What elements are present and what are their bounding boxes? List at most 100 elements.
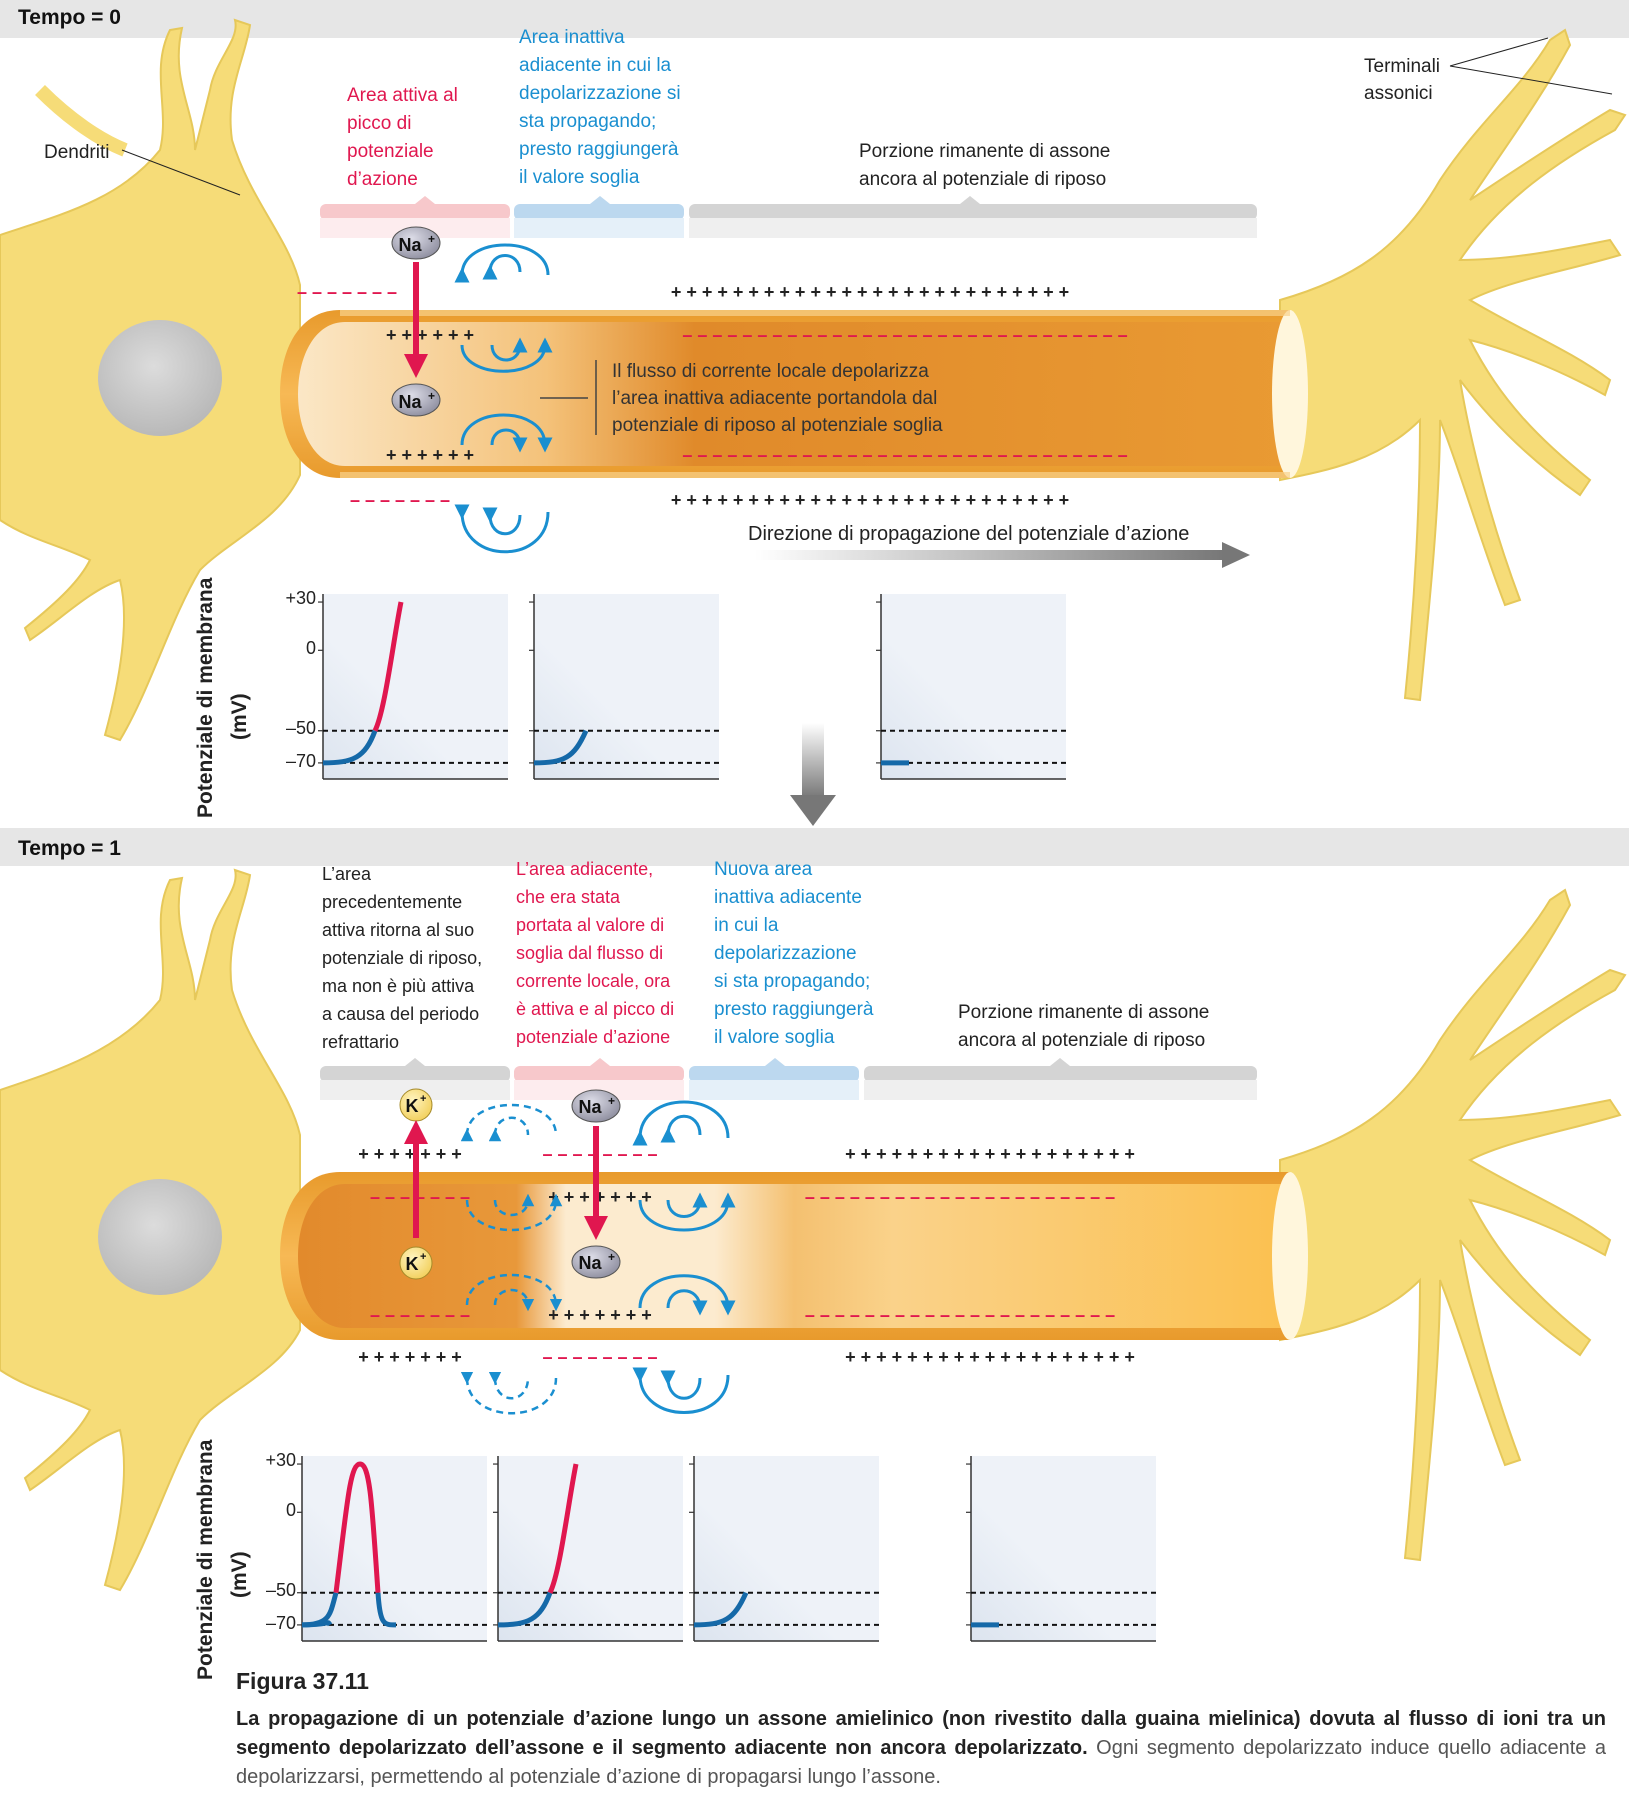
svg-text:– – – – – – –: – – – – – – – bbox=[297, 282, 397, 302]
ion-k-label-1: K bbox=[406, 1096, 419, 1116]
svg-text:– – – – – – –: – – – – – – – bbox=[370, 1305, 470, 1325]
ion-k-sup-1: + bbox=[420, 1093, 426, 1105]
sodium-ion-outside-0: Na + bbox=[391, 226, 441, 260]
ylabel1-line2: (mV) bbox=[228, 1551, 251, 1598]
svg-text:– – – – – – – – – – – – – – –: – – – – – – – – – – – – – – – – – – – – … bbox=[805, 1187, 1115, 1207]
plot-background bbox=[881, 594, 1066, 779]
plot-background bbox=[323, 594, 508, 779]
svg-text:– – – – – – – –: – – – – – – – – bbox=[542, 1144, 657, 1164]
label-inactive-area: Area inattiva adiacente in cui la depola… bbox=[519, 27, 681, 188]
tick0-0: 0 bbox=[306, 638, 316, 658]
label-previous-area: L’area precedentemente attiva ritorna al… bbox=[322, 864, 482, 1052]
plot-background bbox=[534, 594, 719, 779]
panel0-plots: Potenziale di membrana (mV) +30 0 –50 –7… bbox=[194, 577, 1066, 818]
adj-line3: portata al valore di bbox=[516, 915, 664, 935]
inactive-line4: sta propagando; bbox=[519, 111, 656, 132]
newinact-line1: Nuova area bbox=[714, 859, 813, 880]
ylabel1-line1: Potenziale di membrana bbox=[194, 1439, 217, 1680]
panel0-ticks: +30 0 –50 –70 bbox=[285, 588, 316, 771]
plot-background bbox=[694, 1456, 879, 1641]
membrane-charges-0: – – – – – – – + + + + + + + + + + + + + … bbox=[297, 282, 1128, 510]
newinact-line4: depolarizzazione bbox=[714, 943, 857, 964]
label-terminals: Terminali assonici bbox=[1364, 37, 1613, 104]
panel1-plots: Potenziale di membrana (mV) +30 0 –50 –7… bbox=[194, 1439, 1156, 1680]
potential-curve-subthreshold bbox=[693, 1591, 749, 1628]
ion-na1-sup-2: + bbox=[608, 1250, 615, 1264]
newinact-line7: il valore soglia bbox=[714, 1027, 835, 1048]
current-line1: Il flusso di corrente locale depolarizza bbox=[612, 361, 929, 382]
dashed-current-loops-1 bbox=[460, 1103, 563, 1415]
membrane-potential-plot-1 bbox=[297, 1456, 487, 1642]
inactive-line3: depolarizzazione si bbox=[519, 83, 681, 104]
ion-na1-label-1: Na bbox=[578, 1097, 602, 1117]
neuron-cell-body-1 bbox=[0, 868, 301, 1592]
svg-text:– – – – – – –: – – – – – – – bbox=[350, 490, 450, 510]
svg-text:+ + + + + + +: + + + + + + + bbox=[548, 1187, 652, 1207]
panel1-heading: Tempo = 1 bbox=[18, 837, 121, 860]
active-line2: picco di bbox=[347, 113, 411, 134]
label-rest-portion: Porzione rimanente di assone ancora al p… bbox=[859, 141, 1110, 190]
caption-bold: La propagazione di un potenziale d’azion… bbox=[236, 1708, 1606, 1759]
svg-text:+ + + + + + + + + + + + + + +: + + + + + + + + + + + + + + + + + + + bbox=[845, 1347, 1135, 1367]
svg-text:+ + + + + + + + + + + + + + +: + + + + + + + + + + + + + + + + + + + + … bbox=[671, 282, 1069, 302]
svg-text:+ + + + + + + + + + + + + + +: + + + + + + + + + + + + + + + + + + + bbox=[845, 1144, 1135, 1164]
label-terminals-line1: Terminali bbox=[1364, 56, 1440, 77]
svg-text:– – – – – – – –: – – – – – – – – bbox=[542, 1347, 657, 1367]
potential-curve-subthreshold bbox=[533, 729, 589, 766]
tick1-p30: +30 bbox=[265, 1450, 296, 1470]
potential-curve-upstroke bbox=[372, 601, 404, 732]
svg-text:– – – – – – – – – – – – – – –: – – – – – – – – – – – – – – – – – – – – … bbox=[682, 325, 1127, 345]
svg-text:+ + + + + + +: + + + + + + + bbox=[358, 1347, 462, 1367]
label-dendrites: Dendriti bbox=[44, 142, 109, 163]
sodium-ion-inside-1: Na + bbox=[571, 1245, 621, 1279]
label-active-area: Area attiva al picco di potenziale d’azi… bbox=[347, 85, 458, 190]
svg-text:– – – – – – –: – – – – – – – bbox=[370, 1187, 470, 1207]
cell-nucleus-1 bbox=[98, 1179, 222, 1295]
solid-current-loops-1 bbox=[632, 1100, 736, 1414]
figure-number: Figura 37.11 bbox=[236, 1668, 369, 1694]
ion-na1-sup-1: + bbox=[608, 1094, 615, 1108]
time-transition-arrow bbox=[790, 723, 836, 826]
tick1-0: 0 bbox=[286, 1500, 296, 1520]
plot-background bbox=[498, 1456, 683, 1641]
prev-line7: refrattario bbox=[322, 1032, 399, 1052]
label-adjacent-area: L’area adiacente, che era stata portata … bbox=[516, 859, 674, 1047]
svg-text:+ + + + + + +: + + + + + + + bbox=[358, 1144, 462, 1164]
svg-text:– – – – – – – – – – – – – – –: – – – – – – – – – – – – – – – – – – – – … bbox=[682, 445, 1127, 465]
newinact-line2: inattiva adiacente bbox=[714, 887, 862, 908]
membrane-potential-plot-2 bbox=[529, 594, 719, 780]
region-brackets-0 bbox=[320, 196, 1257, 238]
tick1-m50: –50 bbox=[266, 1580, 296, 1600]
membrane-potential-plot-3 bbox=[689, 1456, 879, 1642]
inactive-line6: il valore soglia bbox=[519, 167, 640, 188]
ion-na1-label-2: Na bbox=[578, 1253, 602, 1273]
panel1-ticks: +30 0 –50 –70 bbox=[265, 1450, 296, 1633]
panel-time-1: Tempo = 1 L’area precedentemente attiva … bbox=[0, 828, 1629, 1592]
potassium-ion-outside-1: K + bbox=[399, 1088, 433, 1122]
potential-curve-subthreshold bbox=[301, 1592, 339, 1628]
membrane-charges-1: + + + + + + + – – – – – – – – + + + + + … bbox=[358, 1144, 1135, 1367]
label-terminals-line2: assonici bbox=[1364, 83, 1433, 104]
ylabel0-line1: Potenziale di membrana bbox=[194, 577, 217, 818]
panel1-header-bar bbox=[0, 828, 1629, 866]
rest1-line2: ancora al potenziale di riposo bbox=[958, 1030, 1205, 1051]
region-brackets-1 bbox=[320, 1058, 1257, 1100]
label-local-current: Il flusso di corrente locale depolarizza… bbox=[540, 360, 943, 436]
inactive-line1: Area inattiva bbox=[519, 27, 625, 48]
adj-line1: L’area adiacente, bbox=[516, 859, 653, 879]
current-line2: l’area inattiva adiacente portandola dal bbox=[612, 388, 937, 409]
potassium-ion-inside-1: K + bbox=[399, 1246, 433, 1280]
label-direction: Direzione di propagazione del potenziale… bbox=[748, 523, 1189, 545]
figure-caption: Figura 37.11 La propagazione di un poten… bbox=[236, 1668, 1606, 1792]
svg-text:+ + + + + +: + + + + + + bbox=[386, 445, 474, 465]
rest-line2: ancora al potenziale di riposo bbox=[859, 169, 1106, 190]
svg-text:+ + + + + + + + + + + + + + +: + + + + + + + + + + + + + + + + + + + + … bbox=[671, 490, 1069, 510]
local-current-loops-0 bbox=[454, 243, 553, 554]
cell-nucleus-0 bbox=[98, 320, 222, 436]
adj-line2: che era stata bbox=[516, 887, 621, 907]
newinact-line6: presto raggiungerà bbox=[714, 999, 874, 1020]
svg-text:+ + + + + + +: + + + + + + + bbox=[548, 1305, 652, 1325]
inactive-line5: presto raggiungerà bbox=[519, 139, 679, 160]
panel0-header-bar bbox=[0, 0, 1629, 38]
